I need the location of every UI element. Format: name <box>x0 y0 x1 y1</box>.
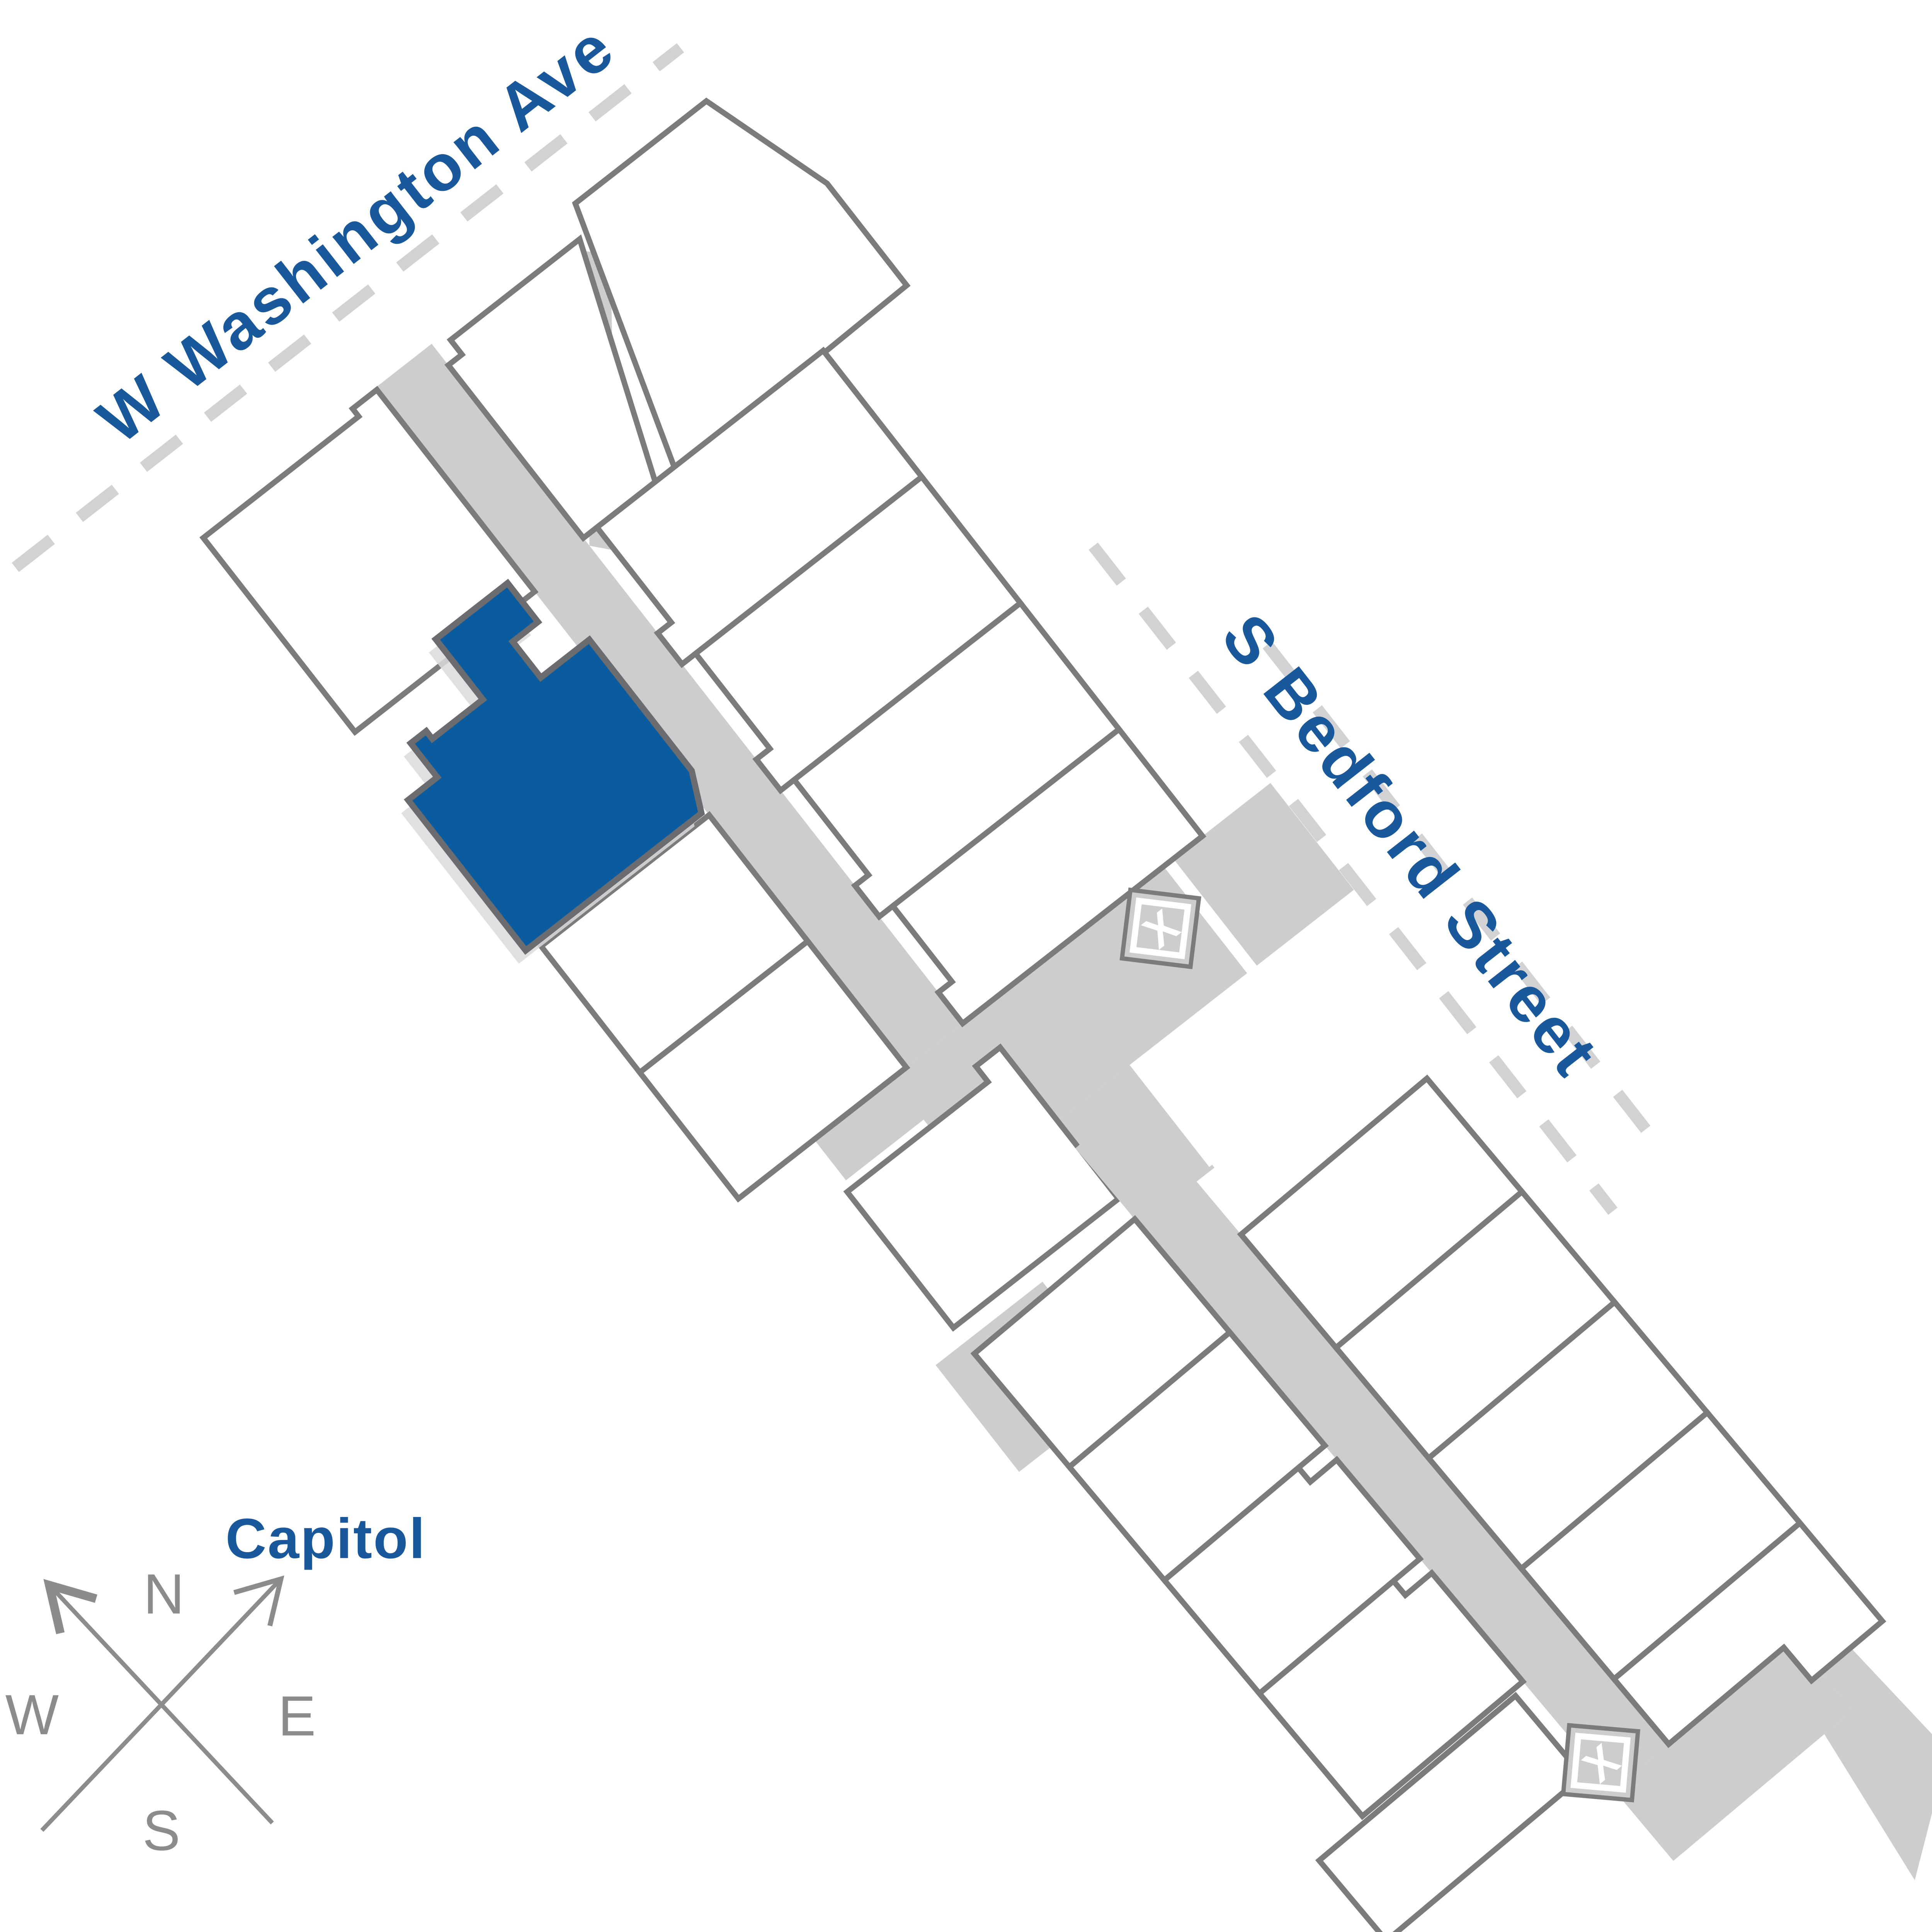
s-bedford-street-dashed-line-east <box>1262 641 1655 1139</box>
capitol-label: Capitol <box>226 1507 426 1570</box>
highlighted-unit[interactable] <box>340 565 716 955</box>
walkway-gap-line <box>1162 857 1259 975</box>
walkway-gap-line <box>926 1270 1044 1367</box>
wrap-walkway <box>1614 1639 1853 1861</box>
wrap-walkway-flare <box>1793 1639 1932 1881</box>
south-block: X <box>970 1074 1932 1932</box>
junction-plaza-west <box>814 1075 929 1180</box>
south-block-walkways <box>1075 1102 1932 1881</box>
unit-polygon <box>692 473 1024 794</box>
south-block-units <box>970 1074 1886 1932</box>
s-bedford-street-dashed-line-west <box>1088 543 1618 1215</box>
north-block-units <box>199 97 1207 1332</box>
south-walkway <box>1075 1102 1669 1790</box>
unit-polygon <box>889 725 1207 1027</box>
walkway-x-marker: X <box>1561 1723 1641 1803</box>
unit-polygon <box>444 234 659 542</box>
compass-arrowhead-nw <box>43 1579 97 1634</box>
unit-polygon <box>843 1043 1122 1332</box>
unit-polygon <box>572 97 911 478</box>
unit-polygon <box>636 937 910 1203</box>
unit-polygon <box>1255 1569 1527 1820</box>
compass-rose: Capitol N W E S <box>5 1507 426 1862</box>
compass-letter-w: W <box>5 1683 59 1747</box>
x-marker-ring <box>1570 1733 1631 1793</box>
unit-polygon <box>790 599 1123 921</box>
unit-polygon <box>593 347 926 668</box>
unit-polygon <box>1315 1692 1587 1932</box>
compass-letter-e: E <box>278 1684 316 1748</box>
walkway-x-marker: X <box>1119 887 1201 969</box>
compass-letter-n: N <box>143 1563 184 1626</box>
w-washington-ave-dashed-line <box>12 43 684 572</box>
x-marker-diamond <box>1119 887 1201 969</box>
unit-polygon <box>1610 1519 1886 1748</box>
walkway-gap-line <box>1129 1057 1219 1167</box>
compass-letter-s: S <box>143 1799 180 1862</box>
compass-arrowhead-ne <box>233 1575 284 1627</box>
x-marker-diamond <box>1561 1723 1641 1803</box>
main-walkway <box>504 509 963 1068</box>
x-marker-ring <box>1129 897 1192 959</box>
compass-arrow-nw <box>51 1587 274 1825</box>
